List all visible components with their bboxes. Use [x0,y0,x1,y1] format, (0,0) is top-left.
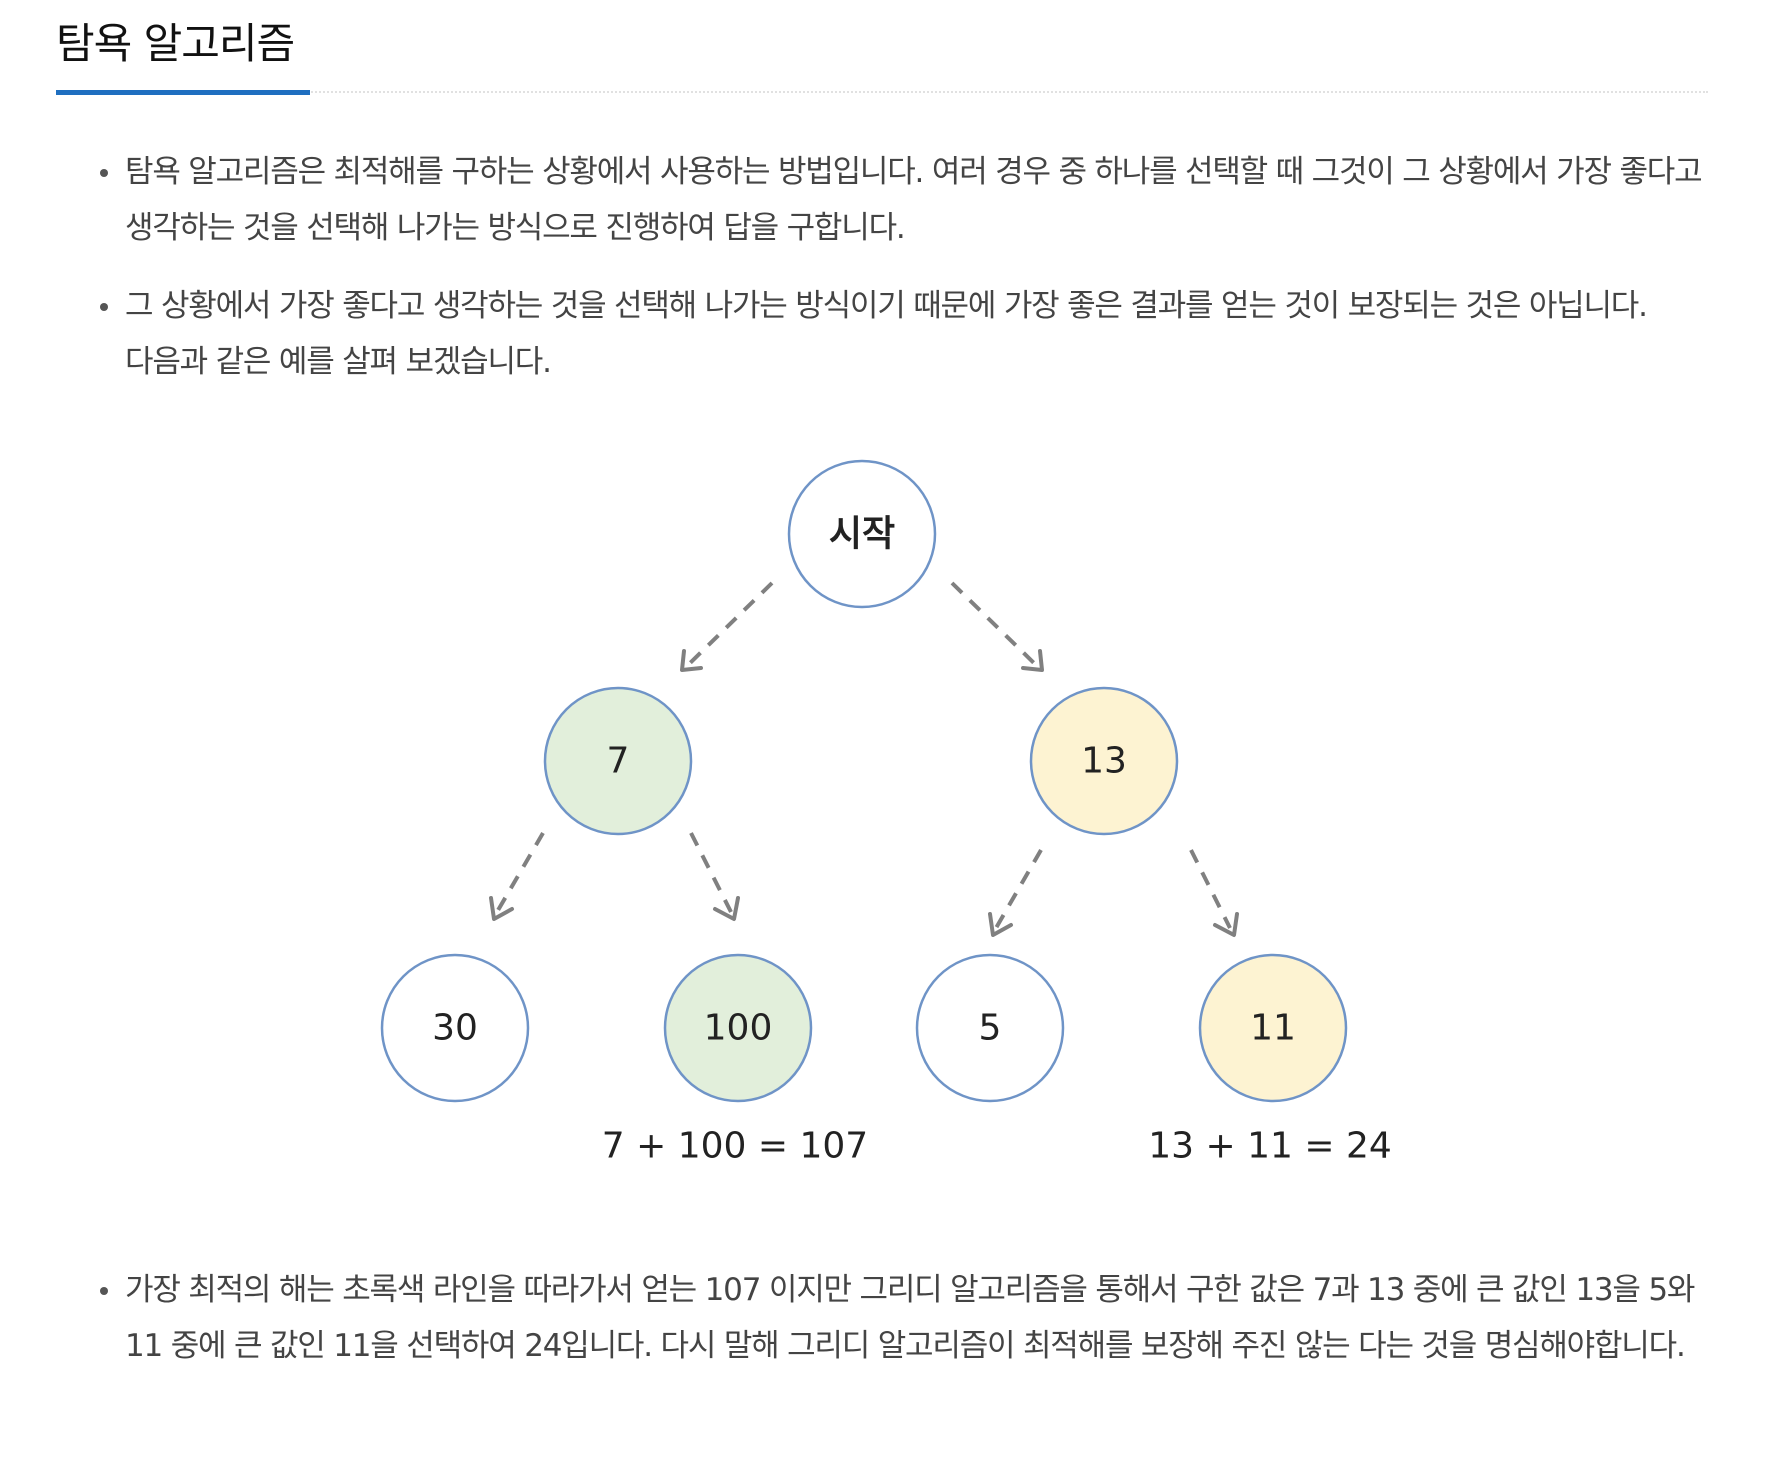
list-item: 탐욕 알고리즘은 최적해를 구하는 상황에서 사용하는 방법입니다. 여러 경우… [100,144,1710,256]
node-label: 시작 [829,514,895,555]
arrow-head-icon [680,649,703,672]
list-item: 그 상황에서 가장 좋다고 생각하는 것을 선택해 나가는 방식이기 때문에 가… [100,278,1710,390]
node-circle [787,459,937,609]
heading-divider [56,91,1708,93]
edge-left-leftright [689,832,733,913]
bullet-icon [100,169,108,177]
node-label: 100 [704,1008,773,1049]
greedy-sum-label: 13 + 11 = 24 [1148,1126,1392,1167]
page-title: 탐욕 알고리즘 [56,19,295,68]
paragraph-text: 탐욕 알고리즘은 최적해를 구하는 상황에서 사용하는 방법입니다. 여러 경우… [125,154,1703,246]
paragraph-text: 가장 최적의 해는 초록색 라인을 따라가서 얻는 107 이지만 그리디 알고… [125,1272,1695,1364]
tree-node-right-right: 11 [1198,953,1348,1103]
arrow-head-icon [988,912,1013,937]
arrow-head-icon [713,896,740,921]
node-circle [1029,686,1179,836]
node-label: 7 [607,741,630,782]
tree-node-right-left: 5 [915,953,1065,1103]
tree-node-left: 7 [543,686,693,836]
node-circle [915,953,1065,1103]
edge-root-right [950,581,1038,667]
node-label: 5 [979,1008,1002,1049]
node-label: 11 [1250,1008,1296,1049]
heading-accent-bar [56,90,310,95]
bullet-icon [100,1287,108,1295]
node-circle [543,686,693,836]
edge-root-left [686,581,774,667]
arrow-head-icon [1021,649,1044,672]
arrow-head-icon [1213,912,1239,937]
tree-node-root: 시작 [787,459,937,609]
tree-node-right: 13 [1029,686,1179,836]
node-label: 13 [1081,741,1127,782]
node-circle [663,953,813,1103]
edge-right-rightleft [994,849,1043,929]
tree-node-left-right: 100 [663,953,813,1103]
edge-right-rightright [1189,849,1232,929]
node-circle [380,953,530,1103]
node-label: 30 [432,1008,478,1049]
node-circle [1198,953,1348,1103]
arrow-head-icon [489,896,514,921]
bullet-icon [100,303,108,311]
tree-edges [489,581,1239,937]
tree-node-left-left: 30 [380,953,530,1103]
list-item: 가장 최적의 해는 초록색 라인을 따라가서 얻는 107 이지만 그리디 알고… [100,1262,1710,1430]
optimal-sum-label: 7 + 100 = 107 [602,1126,868,1167]
edge-left-leftleft [495,831,545,914]
paragraph-text: 그 상황에서 가장 좋다고 생각하는 것을 선택해 나가는 방식이기 때문에 가… [125,288,1648,380]
section-heading-block: 탐욕 알고리즘 [56,14,1708,95]
